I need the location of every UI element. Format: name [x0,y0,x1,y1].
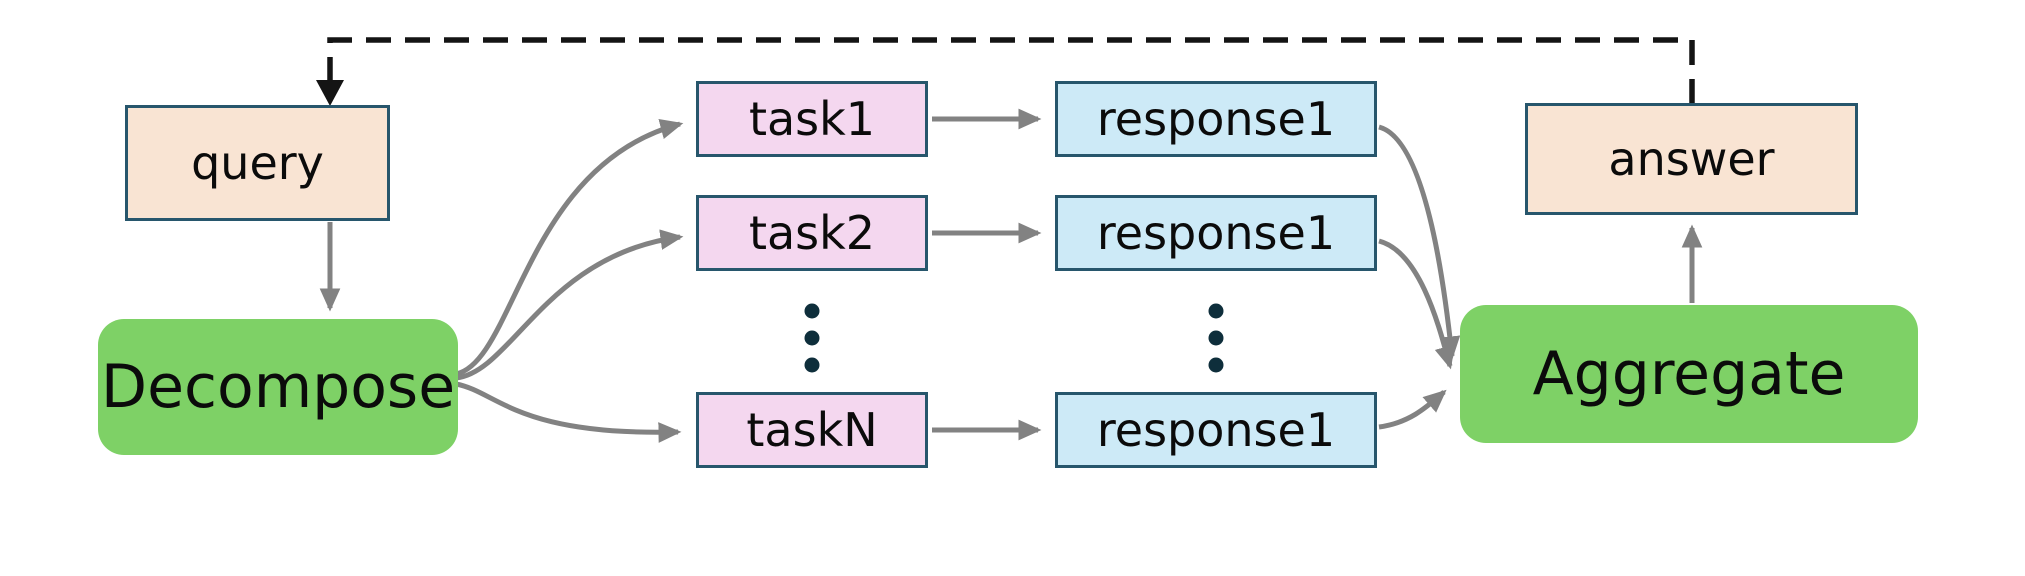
node-decompose-label: Decompose [100,352,456,422]
node-answer: answer [1525,103,1858,215]
node-decompose: Decompose [98,319,458,455]
node-taskN: taskN [696,392,928,468]
node-response2: response1 [1055,195,1377,271]
node-aggregate: Aggregate [1460,305,1918,443]
feedback-arrowhead-icon [316,80,344,106]
node-task2: task2 [696,195,928,271]
node-aggregate-label: Aggregate [1532,339,1846,409]
node-response1: response1 [1055,81,1377,157]
edge-decompose-to-task2 [455,229,684,381]
node-response1-label: response1 [1096,92,1336,146]
node-responseN-label: response1 [1096,403,1336,457]
edge-answer-to-query-dashed [316,37,1695,106]
edge-response1-to-aggregate [1378,124,1461,360]
vertical-ellipsis-icon [804,303,820,373]
edge-decompose-to-task1 [455,119,684,377]
node-taskN-label: taskN [746,403,878,457]
node-responseN: response1 [1055,392,1377,468]
node-task2-label: task2 [748,206,876,260]
node-task1-label: task1 [748,92,876,146]
node-answer-label: answer [1608,132,1775,186]
node-query: query [125,105,390,221]
edge-responseN-to-aggregate [1378,389,1447,430]
node-query-label: query [191,136,324,190]
edge-decompose-to-taskN [455,381,682,443]
edge-response2-to-aggregate [1378,238,1455,370]
vertical-ellipsis-icon [1208,303,1224,373]
node-task1: task1 [696,81,928,157]
node-response2-label: response1 [1096,206,1336,260]
